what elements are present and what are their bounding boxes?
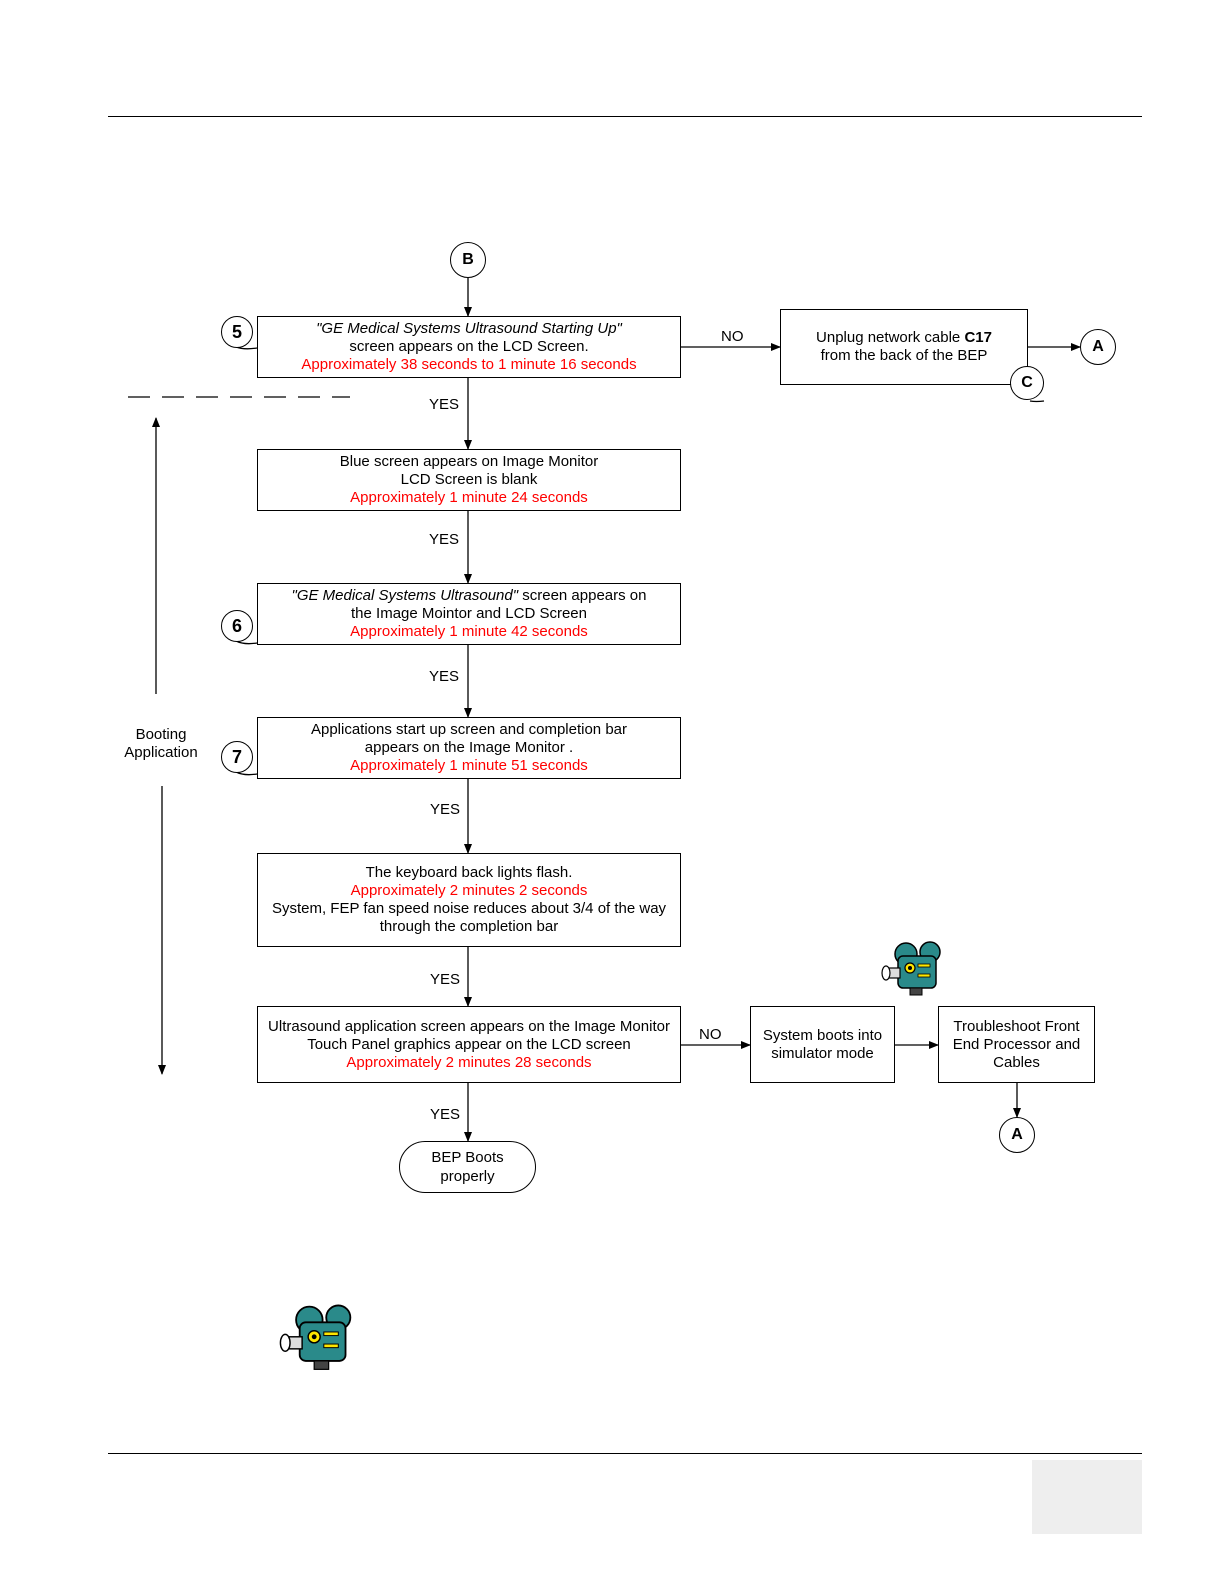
label-yes-5: YES [430, 971, 461, 988]
box1-line2: screen appears on the LCD Screen. [349, 338, 589, 355]
box6-line1: Ultrasound application screen appears on… [268, 1017, 670, 1035]
box-simulator-mode: System boots into simulator mode [750, 1006, 895, 1083]
step-marker-6: 6 [221, 610, 253, 642]
page-number-box [1032, 1460, 1142, 1534]
box3-line2: the Image Mointor and LCD Screen [351, 605, 587, 622]
box3-line1: "GE Medical Systems Ultrasound" screen a… [292, 587, 647, 605]
box-ultrasound-application-screen: Ultrasound application screen appears on… [257, 1006, 681, 1083]
unplug-line1-text: Unplug network cable [816, 329, 965, 346]
terminal-line1: BEP Boots [431, 1149, 504, 1166]
movie-camera-icon [881, 941, 941, 996]
label-yes-4: YES [430, 801, 461, 818]
connector-c-tail [1029, 400, 1045, 403]
label-yes-2: YES [429, 531, 460, 548]
sim-line1: System boots into [762, 1026, 883, 1044]
unplug-cable-id: C17 [964, 329, 992, 346]
box6-line2: Touch Panel graphics appear on the LCD s… [307, 1035, 631, 1053]
sim-line2: simulator mode [771, 1044, 874, 1062]
box3-line1-italic: "GE Medical Systems Ultrasound" [291, 587, 519, 604]
box1-line1: "GE Medical Systems Ultrasound Starting … [316, 320, 622, 337]
booting-application-label: Booting Application [115, 726, 207, 762]
connector-a-bottom: A [999, 1117, 1035, 1153]
label-no-2: NO [699, 1026, 722, 1043]
trouble-line2: End Processor and [952, 1035, 1081, 1053]
side-line1: Booting [135, 726, 187, 743]
box-keyboard-back-lights: The keyboard back lights flash. Approxim… [257, 853, 681, 947]
box4-line2: appears on the Image Monitor . [364, 739, 574, 756]
box3-line1-rest: screen appears on [518, 587, 647, 604]
terminal-bep-boots-properly: BEP Boots properly [399, 1141, 536, 1193]
box5-line3: through the completion bar [379, 918, 559, 935]
terminal-line2: properly [440, 1168, 495, 1185]
box-blue-screen: Blue screen appears on Image Monitor LCD… [257, 449, 681, 511]
unplug-line2: from the back of the BEP [820, 347, 988, 364]
step-marker-5: 5 [221, 316, 253, 348]
box6-time: Approximately 2 minutes 28 seconds [346, 1053, 592, 1071]
box1-time: Approximately 38 seconds to 1 minute 16 … [301, 356, 637, 373]
box5-line1: The keyboard back lights flash. [365, 864, 573, 881]
unplug-line1: Unplug network cable C17 [816, 329, 992, 347]
box2-line1: Blue screen appears on Image Monitor [339, 453, 599, 470]
step-marker-7: 7 [221, 741, 253, 773]
box-applications-start-up: Applications start up screen and complet… [257, 717, 681, 779]
box3-time: Approximately 1 minute 42 seconds [350, 623, 588, 640]
movie-camera-icon [279, 1304, 352, 1370]
box2-time: Approximately 1 minute 24 seconds [350, 489, 588, 506]
connector-a-top: A [1080, 329, 1116, 365]
box-starting-up: "GE Medical Systems Ultrasound Starting … [257, 316, 681, 378]
box2-line2: LCD Screen is blank [400, 471, 538, 488]
label-yes-1: YES [429, 396, 460, 413]
label-yes-3: YES [429, 668, 460, 685]
box5-line2: System, FEP fan speed noise reduces abou… [271, 900, 667, 917]
box4-time: Approximately 1 minute 51 seconds [350, 757, 588, 774]
box-troubleshoot-fep: Troubleshoot Front End Processor and Cab… [938, 1006, 1095, 1083]
box-ge-ultrasound-screen: "GE Medical Systems Ultrasound" screen a… [257, 583, 681, 645]
box4-line1: Applications start up screen and complet… [310, 721, 627, 738]
side-line2: Application [124, 744, 198, 761]
trouble-line3: Cables [993, 1053, 1040, 1071]
box-unplug-network-cable: Unplug network cable C17 from the back o… [780, 309, 1028, 385]
header-rule [108, 116, 1142, 117]
label-no-1: NO [721, 328, 744, 345]
label-yes-6: YES [430, 1106, 461, 1123]
box5-time: Approximately 2 minutes 2 seconds [350, 882, 588, 899]
footer-rule [108, 1453, 1142, 1454]
connector-c: C [1010, 366, 1044, 400]
trouble-line1: Troubleshoot Front [953, 1017, 1080, 1035]
connector-b: B [450, 242, 486, 278]
